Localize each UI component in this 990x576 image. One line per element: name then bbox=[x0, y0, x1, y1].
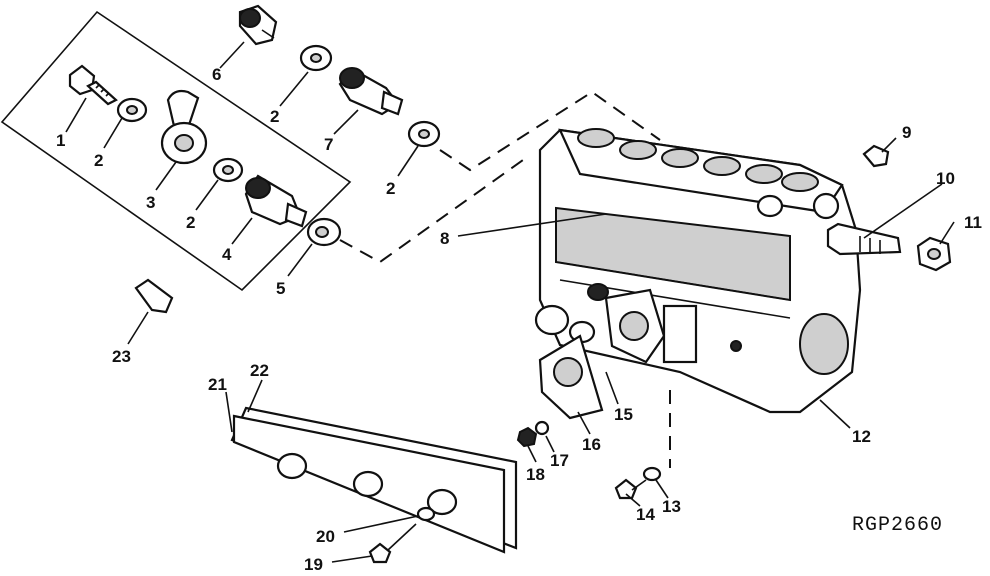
callout-17: 17 bbox=[550, 451, 569, 470]
callout-19: 19 bbox=[304, 555, 323, 574]
callout-22: 22 bbox=[250, 361, 269, 380]
part-7-fitting bbox=[338, 67, 404, 116]
assembly-dash-line-lower bbox=[339, 154, 531, 264]
leader-lines bbox=[65, 41, 955, 563]
callout-20: 20 bbox=[316, 527, 335, 546]
part-21-22-side-cover bbox=[230, 406, 518, 554]
part-6-union-fitting bbox=[238, 4, 278, 46]
callout-2c: 2 bbox=[270, 107, 279, 126]
callout-8: 8 bbox=[440, 229, 449, 248]
callout-9: 9 bbox=[902, 123, 911, 142]
callout-18: 18 bbox=[526, 465, 545, 484]
callout-7: 7 bbox=[324, 135, 333, 154]
callout-14: 14 bbox=[636, 505, 655, 524]
callout-6: 6 bbox=[212, 65, 221, 84]
part-17-washer bbox=[534, 420, 550, 436]
callout-21: 21 bbox=[208, 375, 227, 394]
part-2-washer-a bbox=[116, 97, 148, 123]
group-outline-box bbox=[0, 10, 352, 292]
part-4-fitting bbox=[244, 174, 308, 228]
callout-1: 1 bbox=[56, 131, 65, 150]
callout-23: 23 bbox=[112, 347, 131, 366]
part-23-fitting bbox=[134, 278, 174, 314]
part-8-cylinder-block bbox=[534, 128, 862, 414]
part-5-washer bbox=[306, 217, 342, 247]
part-13-washer bbox=[642, 466, 662, 482]
callout-3: 3 bbox=[146, 193, 155, 212]
callout-16: 16 bbox=[582, 435, 601, 454]
part-3-banjo-fitting bbox=[160, 89, 208, 165]
callout-2a: 2 bbox=[94, 151, 103, 170]
callout-15: 15 bbox=[614, 405, 633, 424]
callout-5: 5 bbox=[276, 279, 285, 298]
callout-11: 11 bbox=[964, 213, 982, 232]
part-18-nut bbox=[516, 426, 538, 448]
part-10-stud bbox=[826, 222, 902, 256]
part-16-gasket bbox=[538, 334, 604, 420]
part-11-nut bbox=[916, 236, 952, 272]
callout-2d: 2 bbox=[386, 179, 395, 198]
part-1-bolt bbox=[68, 64, 118, 106]
figure-code: RGP2660 bbox=[852, 514, 944, 537]
part-2-washer-d bbox=[407, 120, 441, 148]
part-2-washer-b bbox=[212, 157, 244, 183]
part-19-bolt bbox=[368, 523, 417, 564]
callout-2b: 2 bbox=[186, 213, 195, 232]
callout-4: 4 bbox=[222, 245, 232, 264]
part-20-washer bbox=[416, 506, 436, 522]
callout-labels: 1 2 3 2 4 5 6 2 7 2 8 9 10 11 12 13 14 1… bbox=[56, 65, 982, 574]
part-14-bolt bbox=[614, 478, 647, 500]
callout-10: 10 bbox=[936, 169, 955, 188]
callout-13: 13 bbox=[662, 497, 681, 516]
callout-12: 12 bbox=[852, 427, 871, 446]
part-2-washer-c bbox=[299, 44, 333, 72]
